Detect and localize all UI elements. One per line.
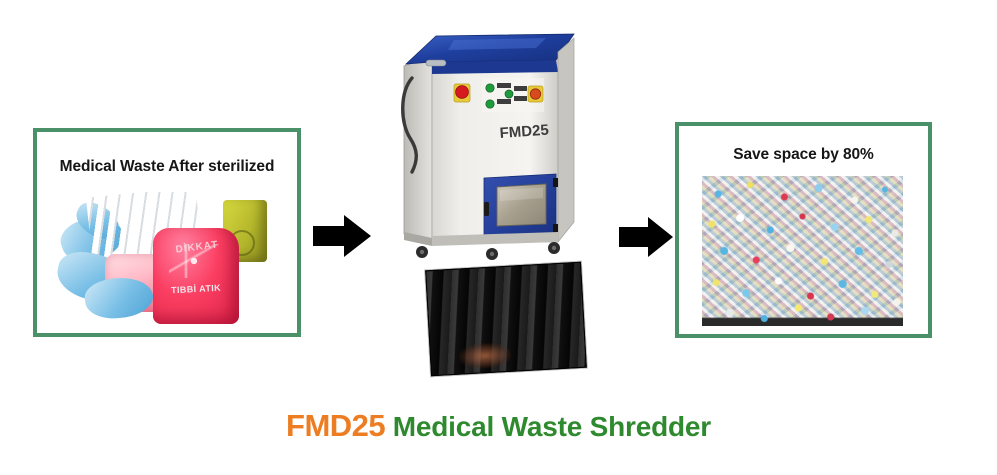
blade-material-highlight bbox=[458, 341, 512, 370]
medical-waste-photo: DİKKAT TIBBİ ATIK bbox=[57, 192, 285, 328]
caption-model: FMD25 bbox=[286, 408, 386, 443]
biohazard-bag-icon: DİKKAT TIBBİ ATIK bbox=[153, 228, 239, 324]
input-panel-title: Medical Waste After sterilized bbox=[59, 158, 275, 175]
output-panel-title: Save space by 80% bbox=[733, 146, 874, 163]
caption-description: Medical Waste Shredder bbox=[392, 411, 711, 442]
fmd25-shredder-machine: FMD25 bbox=[396, 26, 592, 266]
shredder-blades-photo bbox=[425, 261, 587, 377]
shredded-output-photo bbox=[702, 176, 903, 326]
process-arrow-2-icon bbox=[617, 215, 675, 264]
input-waste-panel: Medical Waste After sterilized DİKKAT TI… bbox=[33, 128, 301, 337]
bag-warning-text: DİKKAT bbox=[174, 239, 220, 256]
bag-label-text: TIBBİ ATIK bbox=[170, 282, 222, 296]
product-caption: FMD25 Medical Waste Shredder bbox=[0, 408, 997, 444]
machine-body-label: FMD25 bbox=[499, 122, 549, 142]
process-arrow-1-icon bbox=[311, 213, 373, 264]
output-result-panel: Save space by 80% bbox=[675, 122, 932, 338]
